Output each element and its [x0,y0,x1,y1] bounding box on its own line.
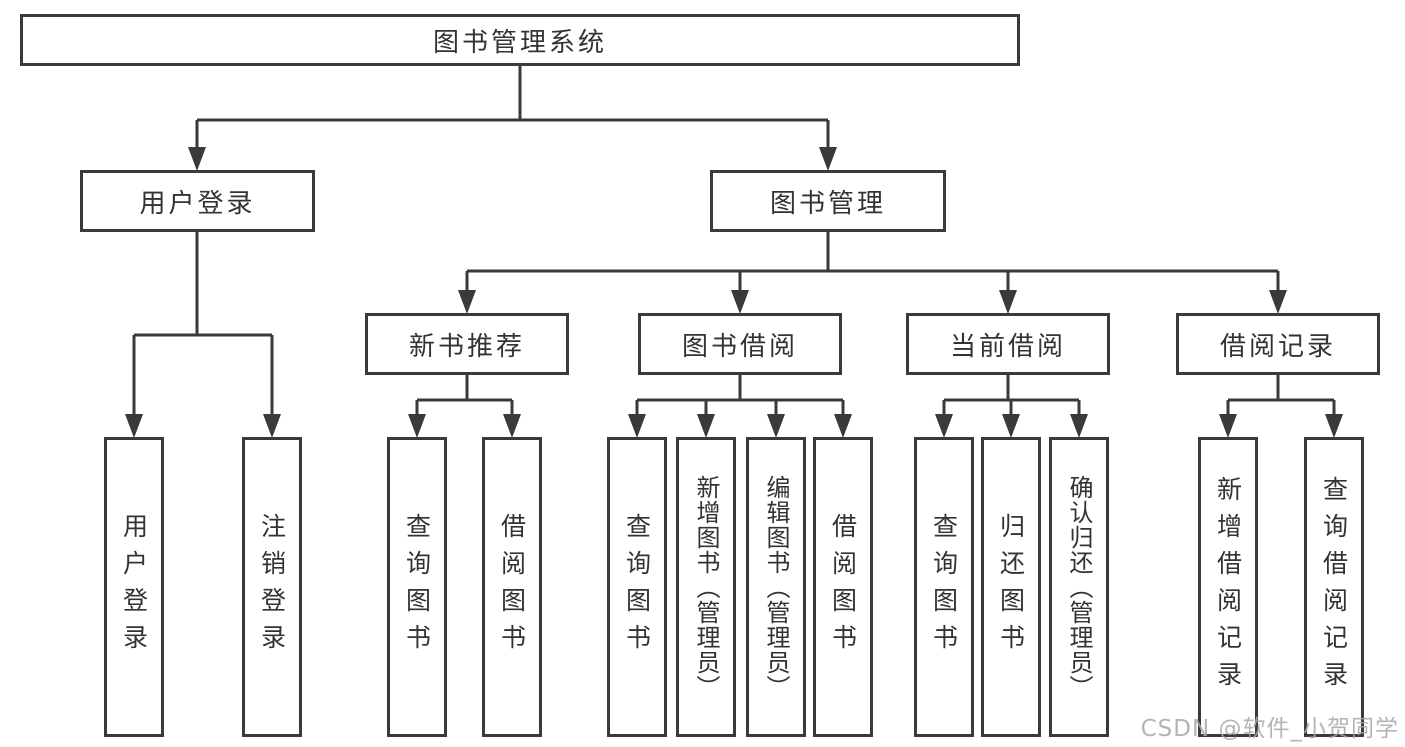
leaf-logout: 注销登录 [242,437,302,737]
leaf-add-books-admin: 新增图书（管理员） [676,437,736,737]
node-new-book-recommend: 新书推荐 [365,313,569,375]
leaf-query-borrow-record: 查询借阅记录 [1304,437,1364,737]
node-root-system: 图书管理系统 [20,14,1020,66]
node-current-borrow: 当前借阅 [906,313,1110,375]
node-borrow-records: 借阅记录 [1176,313,1380,375]
leaf-borrow-books-recommend: 借阅图书 [482,437,542,737]
leaf-return-books: 归还图书 [981,437,1041,737]
leaf-query-books-borrow: 查询图书 [607,437,667,737]
node-book-borrow: 图书借阅 [638,313,842,375]
node-user-login: 用户登录 [80,170,315,232]
node-book-management: 图书管理 [710,170,946,232]
leaf-borrow-books: 借阅图书 [813,437,873,737]
leaf-add-borrow-record: 新增借阅记录 [1198,437,1258,737]
leaf-query-books-current: 查询图书 [914,437,974,737]
leaf-query-books-recommend: 查询图书 [387,437,447,737]
leaf-confirm-return-admin: 确认归还（管理员） [1049,437,1109,737]
csdn-watermark: CSDN @软件_小贺同学 [1140,716,1399,742]
arrowheads [125,147,1343,438]
leaf-user-login: 用户登录 [104,437,164,737]
leaf-edit-books-admin: 编辑图书（管理员） [746,437,806,737]
connector-lines [132,66,1336,433]
